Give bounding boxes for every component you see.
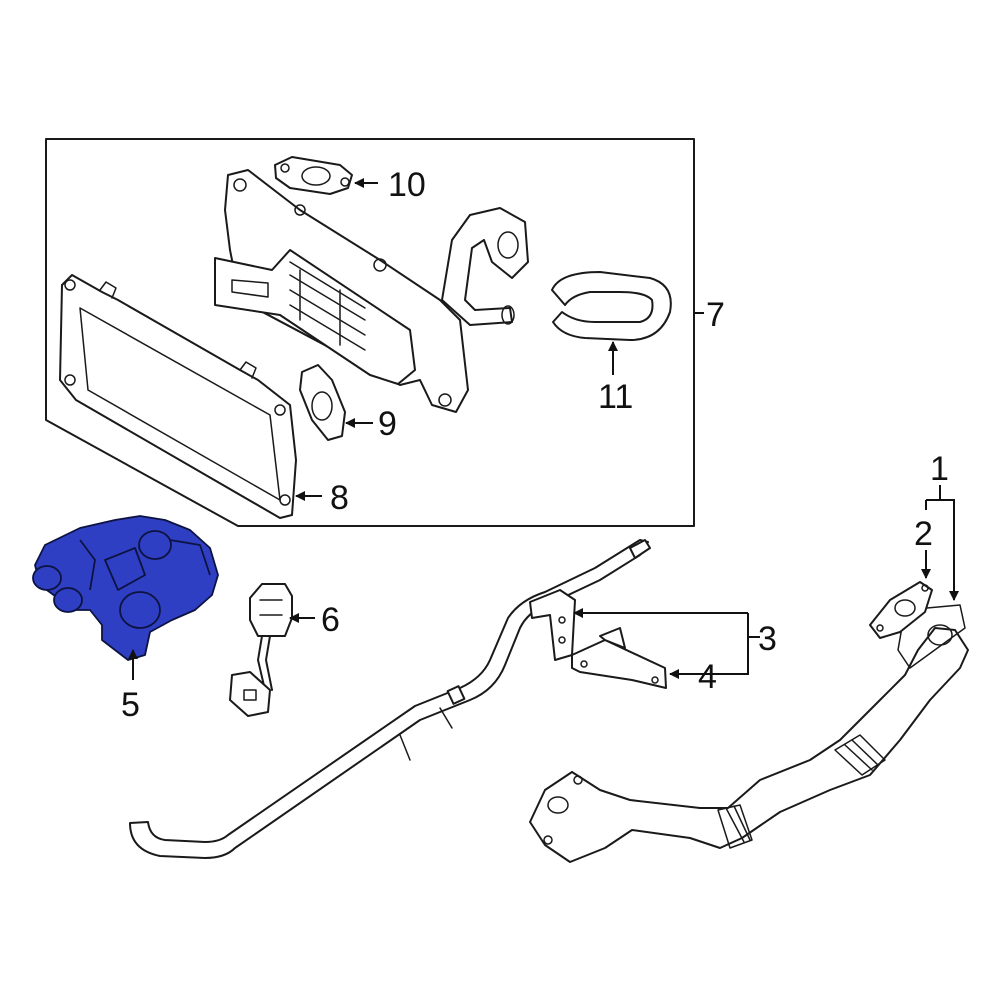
- callout-9: 9: [378, 405, 397, 443]
- callout-2: 2: [914, 515, 933, 553]
- coolant-hose[interactable]: [551, 271, 672, 341]
- egr-outlet-gasket[interactable]: [274, 156, 353, 195]
- callout-4: 4: [698, 658, 717, 696]
- callout-3: 3: [758, 620, 777, 658]
- egr-cooler-assembly-box: [45, 138, 704, 527]
- callout-11: 11: [598, 378, 633, 416]
- pipe-bracket[interactable]: [571, 627, 667, 689]
- egr-tube-assembly[interactable]: [529, 604, 969, 863]
- egr-sensor-connector[interactable]: [229, 583, 293, 717]
- callout-5: 5: [121, 686, 140, 724]
- leader-lines: [128, 178, 959, 680]
- egr-inlet-gasket[interactable]: [299, 364, 346, 441]
- callout-1: 1: [930, 450, 949, 488]
- callout-labels: 10 7 11 9 8 6 5 3 4 2 1: [121, 166, 949, 724]
- callout-10: 10: [388, 166, 426, 204]
- callout-8: 8: [330, 479, 349, 517]
- egr-pipe[interactable]: [129, 539, 651, 859]
- callout-6: 6: [321, 601, 340, 639]
- callout-7: 7: [706, 296, 725, 334]
- egr-valve[interactable]: [32, 515, 219, 661]
- egr-cooler-gasket[interactable]: [59, 274, 297, 519]
- egr-cooler[interactable]: [214, 169, 529, 413]
- egr-tube-gasket[interactable]: [869, 581, 933, 639]
